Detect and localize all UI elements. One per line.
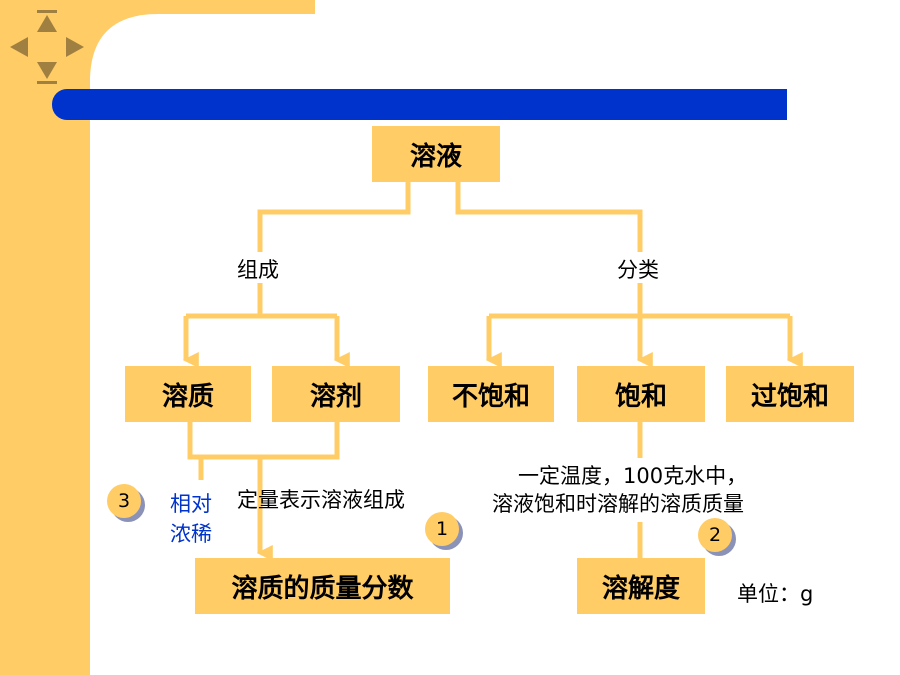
banner-bar-end	[700, 89, 787, 120]
label-composition: 组成	[237, 258, 279, 282]
up-arrow-icon[interactable]	[37, 10, 57, 32]
badge-1: 1	[425, 512, 459, 546]
node-solution: 溶液	[372, 126, 500, 182]
banner-bar	[52, 89, 787, 120]
label-relative-2: 浓稀	[170, 522, 212, 546]
connector-classification	[455, 182, 643, 252]
label-definition-2: 溶液饱和时溶解的溶质质量	[492, 492, 744, 516]
node-supersaturated: 过饱和	[726, 366, 854, 422]
connector-merge	[187, 422, 340, 460]
badge-3: 3	[107, 484, 141, 518]
node-solvent: 溶剂	[272, 366, 400, 422]
node-unsaturated: 不饱和	[428, 366, 554, 422]
connector-composition	[257, 182, 411, 252]
node-saturated: 饱和	[577, 366, 705, 422]
node-mass-fraction: 溶质的质量分数	[195, 558, 450, 614]
down-arrow-icon[interactable]	[37, 62, 57, 84]
node-solute: 溶质	[125, 366, 251, 422]
label-classification: 分类	[617, 258, 659, 282]
label-unit: 单位：g	[737, 582, 814, 606]
label-relative-1: 相对	[170, 492, 212, 516]
left-arrow-icon[interactable]	[10, 37, 28, 57]
label-quantitative: 定量表示溶液组成	[237, 488, 405, 512]
nav-arrows	[10, 10, 84, 84]
label-definition-1: 一定温度，100克水中，	[518, 464, 748, 488]
corner-curve	[90, 14, 315, 88]
badge-2: 2	[698, 518, 732, 552]
node-solubility: 溶解度	[577, 558, 705, 614]
right-arrow-icon[interactable]	[66, 37, 84, 57]
